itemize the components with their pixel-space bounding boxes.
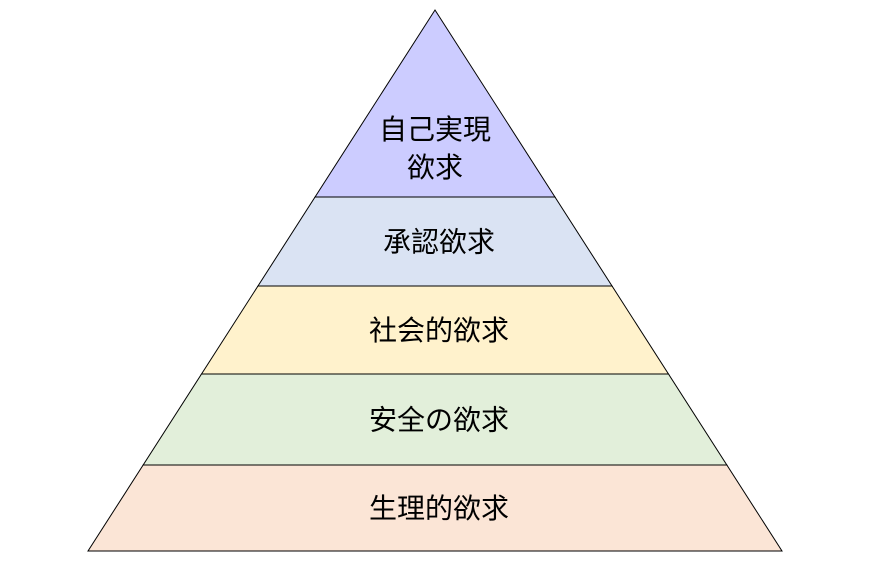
pyramid-level-physiological: 生理的欲求: [87, 464, 783, 552]
pyramid-level-label: 生理的欲求: [369, 492, 509, 525]
pyramid-level-safety: 安全の欲求: [142, 373, 728, 466]
pyramid-level-label: 自己実現: [379, 113, 491, 146]
pyramid-level-label: 安全の欲求: [369, 404, 509, 437]
pyramid-level-shape: [87, 464, 783, 552]
pyramid-level-label: 社会的欲求: [369, 314, 509, 347]
pyramid-level-label: 欲求: [407, 151, 463, 184]
pyramid-level-social: 社会的欲求: [200, 285, 670, 375]
pyramid-level-label: 承認欲求: [383, 226, 495, 259]
pyramid-level-esteem: 承認欲求: [257, 196, 613, 287]
